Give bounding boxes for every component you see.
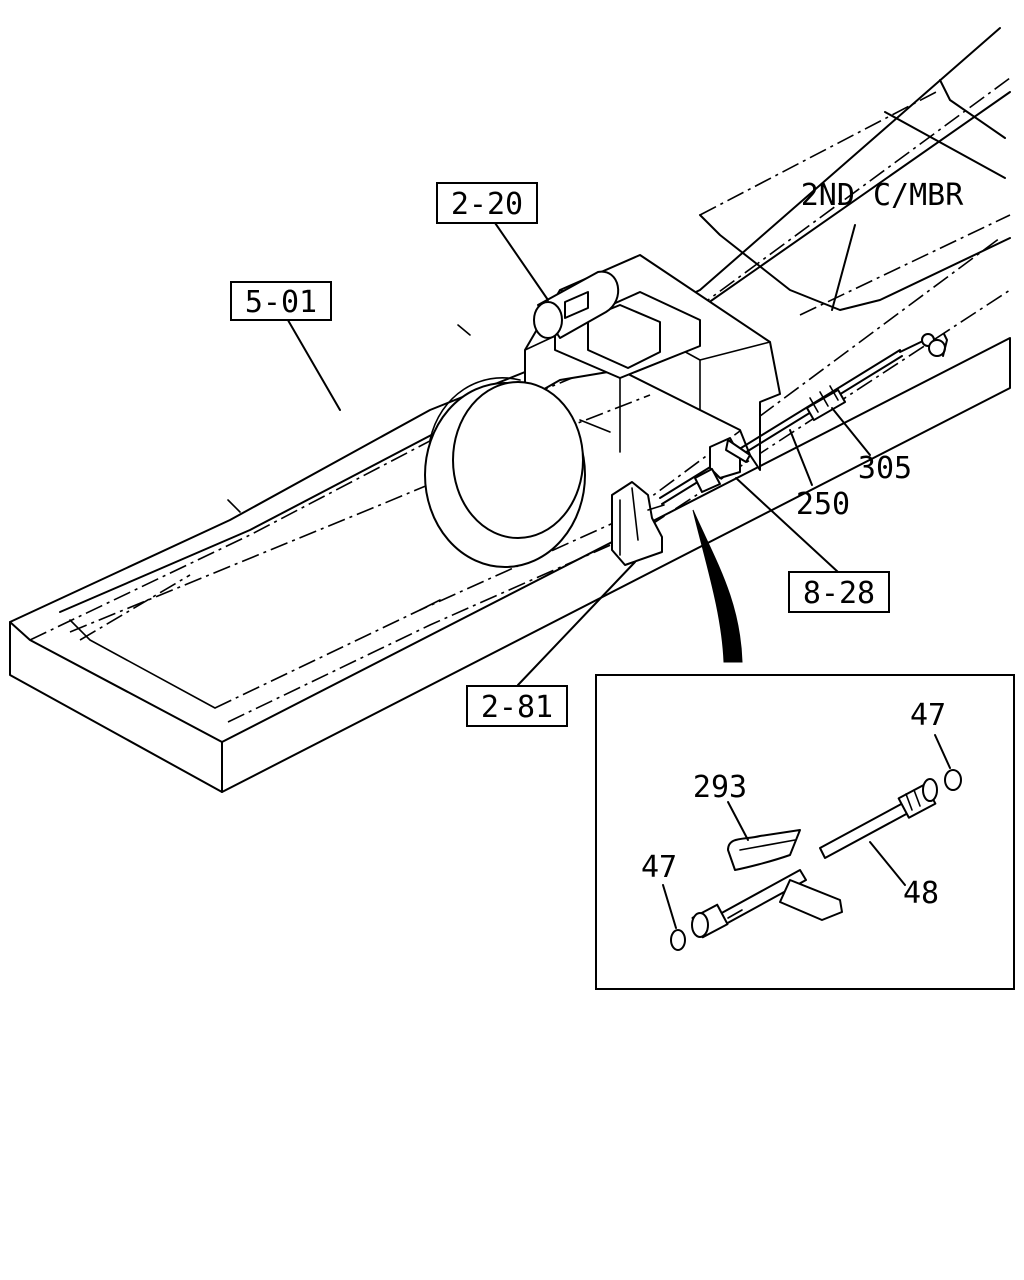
part-number-305[interactable]: 305	[858, 451, 912, 486]
callout-8-28-label: 8-28	[803, 576, 875, 611]
member-label: 2ND C/MBR	[801, 178, 964, 213]
part-number-47-top[interactable]: 47	[910, 698, 946, 733]
part-number-47-left[interactable]: 47	[641, 850, 677, 885]
leader-lines	[284, 219, 871, 686]
part-number-48[interactable]: 48	[903, 876, 939, 911]
callout-2-20-label: 2-20	[451, 187, 523, 222]
callout-2-81[interactable]: 2-81	[466, 685, 568, 727]
callout-5-01-label: 5-01	[245, 285, 317, 320]
part-number-250[interactable]: 250	[796, 487, 850, 522]
o-ring-left	[670, 929, 686, 951]
transmission-assembly	[424, 254, 781, 568]
part-number-293[interactable]: 293	[693, 770, 747, 805]
detail-pointer-arrow	[692, 509, 743, 663]
o-ring-top	[944, 769, 962, 791]
callout-8-28[interactable]: 8-28	[788, 571, 890, 613]
detail-inset	[595, 674, 1015, 990]
cable-assembly	[611, 333, 948, 566]
chassis-frame	[9, 27, 1011, 793]
callout-2-81-label: 2-81	[481, 690, 553, 725]
callout-2-20[interactable]: 2-20	[436, 182, 538, 224]
callout-5-01[interactable]: 5-01	[230, 281, 332, 321]
